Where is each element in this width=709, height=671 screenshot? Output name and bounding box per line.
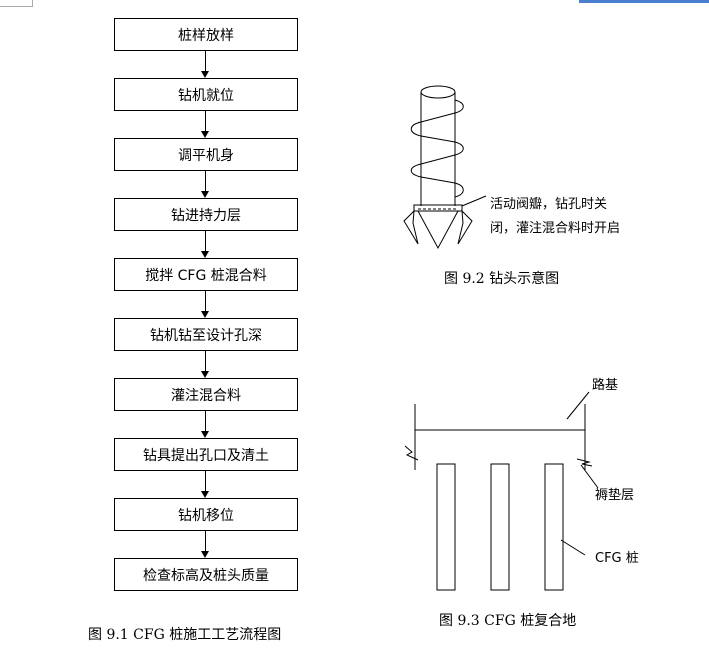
flow-connector — [205, 531, 206, 551]
drill-cone — [417, 210, 459, 250]
flow-connector — [205, 111, 206, 131]
flow-connector — [205, 171, 206, 192]
drill-tooth-left — [403, 209, 419, 245]
cfg-pile-1 — [436, 463, 456, 591]
drill-head-drawing — [403, 85, 487, 250]
flow-connector — [205, 51, 206, 71]
flow-step-7: 灌注混合料 — [114, 378, 298, 411]
drill-tooth-right — [457, 209, 473, 245]
flow-step-5: 搅拌 CFG 桩混合料 — [114, 258, 298, 291]
window-edge-tab — [579, 0, 709, 3]
flow-step-1: 桩样放样 — [114, 18, 298, 51]
flow-arrow — [201, 431, 209, 438]
flow-step-8: 钻具提出孔口及清土 — [114, 438, 298, 471]
flow-step-2: 钻机就位 — [114, 78, 298, 111]
flow-arrow — [201, 311, 209, 318]
valve-label-line2: 闭，灌注混合料时开启 — [490, 221, 621, 236]
drill-pipe-top — [420, 85, 456, 99]
cfg-pile-3 — [544, 463, 564, 591]
break-mark-left — [404, 445, 419, 461]
valve-leader-line — [461, 195, 487, 207]
auger-flight — [410, 99, 464, 198]
roadbed-leader-line — [566, 391, 590, 420]
flow-connector — [205, 291, 206, 311]
cfg-pile-2 — [490, 463, 510, 591]
flow-connector — [205, 471, 206, 491]
pile-leader-line — [560, 539, 586, 556]
flow-step-9: 钻机移位 — [114, 498, 298, 531]
flow-step-4: 钻进持力层 — [114, 198, 298, 231]
composite-foundation-drawing — [404, 391, 599, 591]
composite-caption: 图 9.3 CFG 桩复合地 — [439, 613, 577, 629]
flow-step-10: 检查标高及桩头质量 — [114, 558, 298, 591]
flow-step-6: 钻机钻至设计孔深 — [114, 318, 298, 351]
flow-arrow — [201, 71, 209, 78]
flowchart-caption: 图 9.1 CFG 桩施工工艺流程图 — [88, 627, 282, 643]
flow-arrow — [201, 131, 209, 138]
flow-arrow — [201, 551, 209, 558]
cfg-pile-label: CFG 桩 — [595, 551, 639, 566]
cushion-leader-line — [580, 464, 599, 489]
flow-arrow — [201, 251, 209, 258]
flow-arrow — [201, 191, 209, 198]
flow-arrow — [201, 491, 209, 498]
drill-head-caption: 图 9.2 钻头示意图 — [444, 271, 560, 287]
valve-label-line1: 活动阀瓣，钻孔时关 — [490, 197, 608, 212]
flow-arrow — [201, 371, 209, 378]
flow-step-3: 调平机身 — [114, 138, 298, 171]
flow-connector — [205, 351, 206, 371]
flow-connector — [205, 231, 206, 251]
drill-bit-plate — [413, 204, 463, 212]
break-mark-right — [576, 458, 593, 467]
page-corner-mark — [0, 0, 33, 7]
cushion-label: 褥垫层 — [595, 488, 635, 503]
flow-connector — [205, 411, 206, 432]
roadbed-label: 路基 — [592, 378, 619, 393]
